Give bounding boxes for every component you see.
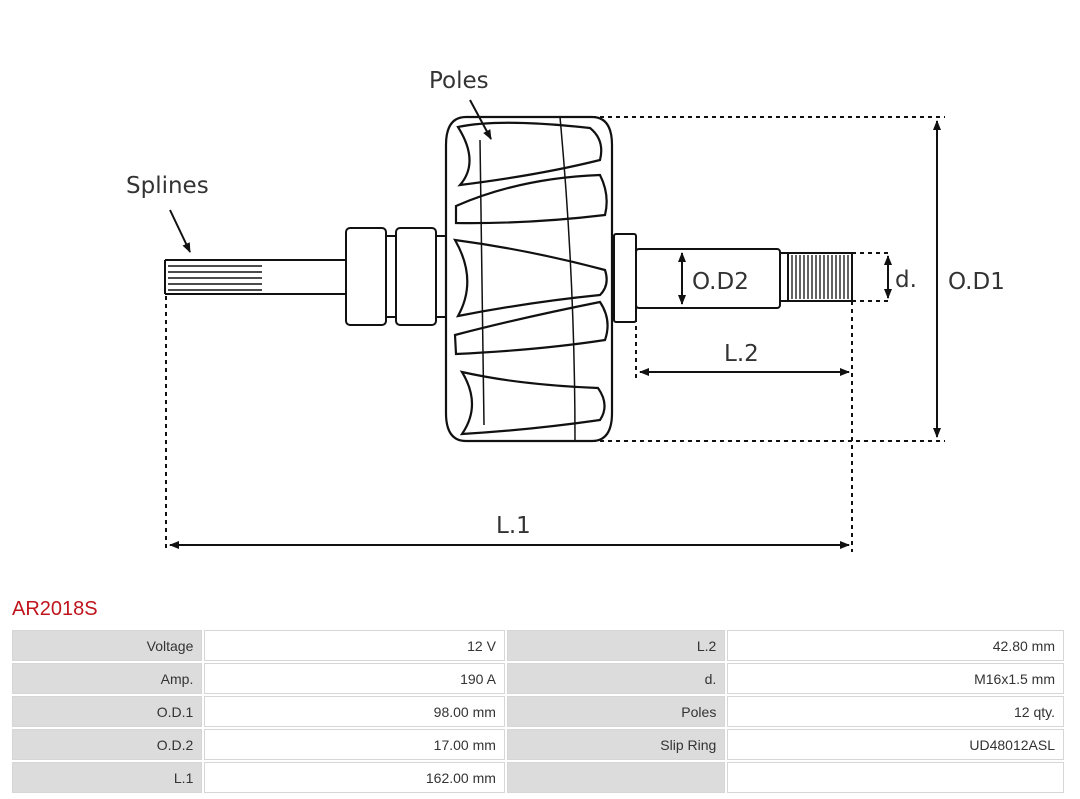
extension-lines [165,116,945,552]
od1-label: O.D1 [948,269,1005,295]
spec-label: Slip Ring [506,729,726,760]
l2-label: L.2 [724,341,759,367]
spec-value: M16x1.5 mm [727,663,1064,694]
spec-value: 17.00 mm [204,729,505,760]
splines-label: Splines [126,173,209,199]
spec-value: 190 A [204,663,505,694]
spec-value: 42.80 mm [727,630,1064,661]
spec-value: 12 qty. [727,696,1064,727]
spec-label: O.D.2 [12,729,203,760]
d-label: d. [895,267,917,293]
spec-value: 98.00 mm [204,696,505,727]
poles-label: Poles [429,68,489,94]
part-code: AR2018S [12,598,98,620]
poles-leader [469,99,492,140]
spec-label: d. [506,663,726,694]
spec-value: 162.00 mm [204,762,505,793]
spec-value: UD48012ASL [727,729,1064,760]
rotor-diagram: Poles Splines O.D2 d. O.D1 L.2 L.1 [126,68,1005,552]
spec-value [727,762,1064,793]
thread-lines [791,255,849,299]
spec-label: O.D.1 [12,696,203,727]
l1-label: L.1 [496,513,531,539]
spec-label: L.1 [12,762,203,793]
bearing-collars [345,227,446,326]
spec-label: L.2 [506,630,726,661]
spec-label: Voltage [12,630,203,661]
spec-value: 12 V [204,630,505,661]
dimension-arrows [169,99,941,549]
shaft-left [164,259,348,295]
od2-label: O.D2 [692,269,749,295]
spec-label: Amp. [12,663,203,694]
spec-label [506,762,726,793]
splines-leader [169,209,191,253]
spec-label: Poles [506,696,726,727]
rotor-body [444,115,614,443]
